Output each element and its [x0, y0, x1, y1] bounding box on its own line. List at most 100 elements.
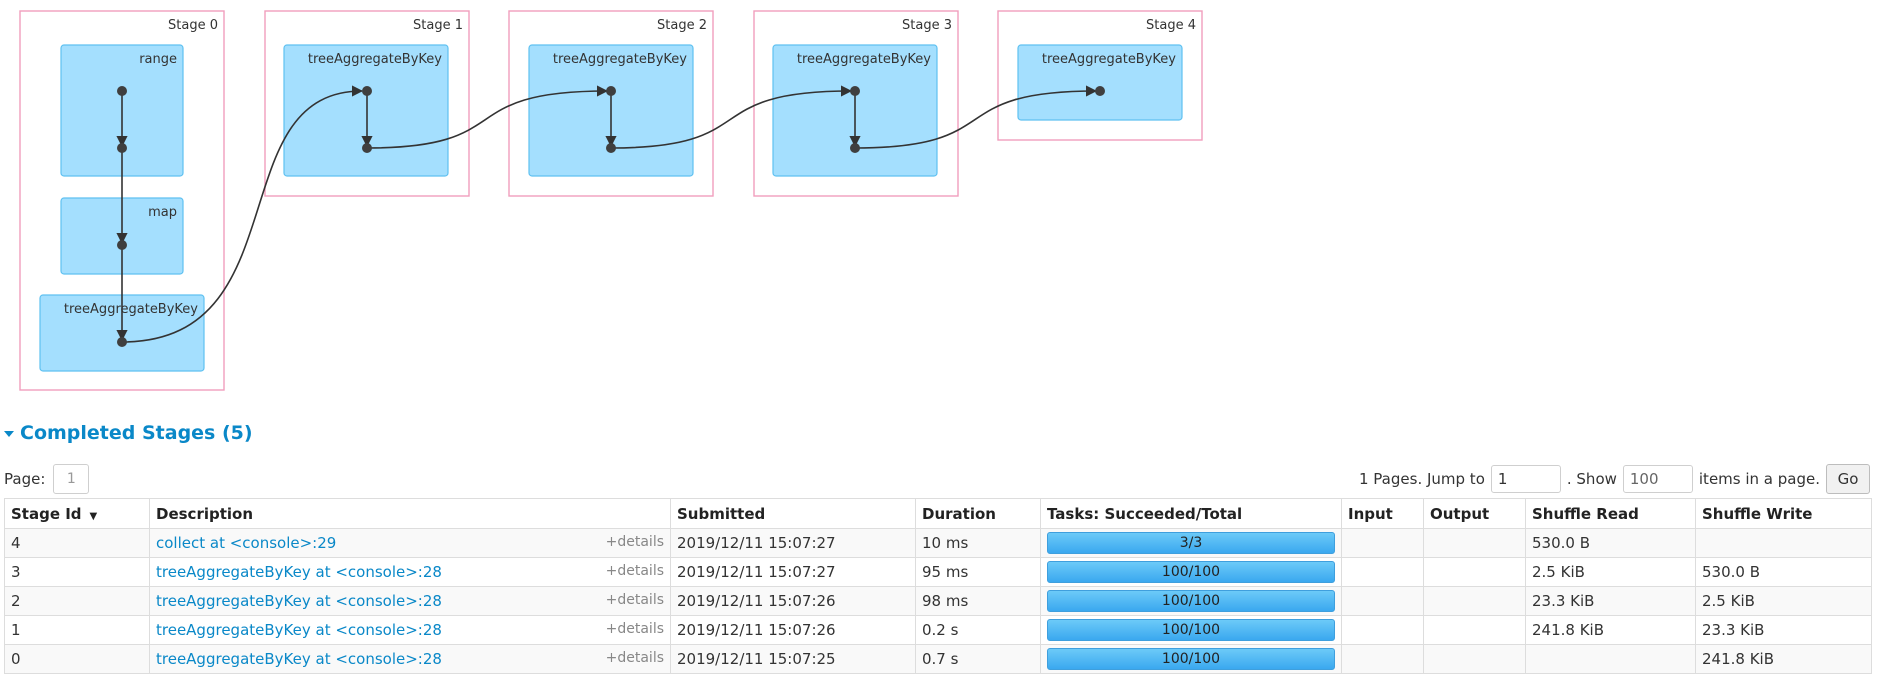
show-text: . Show [1566, 470, 1617, 488]
duration-cell: 0.2 s [915, 615, 1041, 645]
header-shuffle-read[interactable]: Shuffle Read [1525, 498, 1696, 529]
stage-2-label: Stage 2 [657, 18, 707, 33]
dag-visualization: Stage 0 range map treeAggregateByKey Sta… [19, 10, 1203, 391]
page-1-button[interactable]: 1 [53, 464, 90, 494]
stage-4-label: Stage 4 [1146, 18, 1196, 33]
op-stage1-treeaggregate-label: treeAggregateByKey [308, 52, 442, 67]
input-cell [1341, 586, 1424, 616]
op-map-label: map [148, 205, 177, 220]
shuffle-write-cell: 2.5 KiB [1695, 586, 1872, 616]
edge-stage1-to-stage2 [366, 85, 609, 149]
stage-id-cell: 0 [4, 644, 150, 674]
stage-description-link[interactable]: collect at <console>:29 [156, 534, 337, 552]
submitted-cell: 2019/12/11 15:07:25 [670, 644, 916, 674]
op-stage1-treeaggregate[interactable]: treeAggregateByKey [283, 44, 449, 177]
header-tasks[interactable]: Tasks: Succeeded/Total [1040, 498, 1342, 529]
duration-cell: 95 ms [915, 557, 1041, 587]
dag-node[interactable] [117, 86, 127, 96]
header-output[interactable]: Output [1423, 498, 1526, 529]
dag-node[interactable] [362, 143, 372, 153]
output-cell [1423, 557, 1526, 587]
output-cell [1423, 644, 1526, 674]
tasks-cell: 100/100 [1040, 586, 1342, 616]
op-stage4-treeaggregate[interactable]: treeAggregateByKey [1017, 44, 1183, 121]
tasks-progress-label: 100/100 [1161, 593, 1221, 609]
input-cell [1341, 528, 1424, 558]
submitted-cell: 2019/12/11 15:07:26 [670, 615, 916, 645]
stage-description-link[interactable]: treeAggregateByKey at <console>:28 [156, 592, 442, 610]
stage-id-cell: 4 [4, 528, 150, 558]
sort-desc-icon: ▼ [89, 510, 98, 522]
details-toggle[interactable]: +details [605, 650, 664, 666]
page-label: Page: [4, 470, 46, 488]
completed-stages-title: Completed Stages (5) [20, 422, 253, 444]
jump-to-page-input[interactable] [1490, 465, 1561, 493]
header-input[interactable]: Input [1341, 498, 1424, 529]
submitted-cell: 2019/12/11 15:07:27 [670, 557, 916, 587]
description-cell: collect at <console>:29 +details [149, 528, 671, 558]
submitted-cell: 2019/12/11 15:07:27 [670, 528, 916, 558]
header-description[interactable]: Description [149, 498, 671, 529]
tasks-cell: 100/100 [1040, 615, 1342, 645]
dag-node[interactable] [117, 337, 127, 347]
dag-node[interactable] [606, 143, 616, 153]
completed-stages-table: Stage Id▼ Description Submitted Duration… [4, 498, 1872, 674]
shuffle-write-cell [1695, 528, 1872, 558]
output-cell [1423, 615, 1526, 645]
dag-node[interactable] [117, 143, 127, 153]
details-toggle[interactable]: +details [605, 534, 664, 550]
table-row: 4 collect at <console>:29 +details 2019/… [4, 528, 1872, 558]
op-stage0-treeaggregate-label: treeAggregateByKey [64, 302, 198, 317]
details-toggle[interactable]: +details [605, 592, 664, 608]
stage-description-link[interactable]: treeAggregateByKey at <console>:28 [156, 563, 442, 581]
shuffle-write-cell: 241.8 KiB [1695, 644, 1872, 674]
stage-0-label: Stage 0 [168, 18, 218, 33]
dag-node[interactable] [1095, 86, 1105, 96]
table-header-row: Stage Id▼ Description Submitted Duration… [4, 498, 1872, 529]
tasks-cell: 100/100 [1040, 557, 1342, 587]
output-cell [1423, 586, 1526, 616]
header-stage-id[interactable]: Stage Id▼ [4, 498, 150, 529]
pager-left: Page: 1 [4, 464, 90, 494]
dag-node[interactable] [850, 143, 860, 153]
details-toggle[interactable]: +details [605, 621, 664, 637]
dag-node[interactable] [850, 86, 860, 96]
duration-cell: 0.7 s [915, 644, 1041, 674]
shuffle-read-cell: 530.0 B [1525, 528, 1696, 558]
tasks-progress-bar: 100/100 [1047, 590, 1335, 612]
stage-description-link[interactable]: treeAggregateByKey at <console>:28 [156, 621, 442, 639]
description-cell: treeAggregateByKey at <console>:28 +deta… [149, 557, 671, 587]
table-row: 1 treeAggregateByKey at <console>:28 +de… [4, 615, 1872, 645]
page-size-input[interactable] [1622, 465, 1693, 493]
stage-description-link[interactable]: treeAggregateByKey at <console>:28 [156, 650, 442, 668]
completed-stages-toggle[interactable]: Completed Stages (5) [4, 421, 253, 445]
tasks-progress-label: 100/100 [1161, 564, 1221, 580]
table-row: 3 treeAggregateByKey at <console>:28 +de… [4, 557, 1872, 587]
edge-stage2-to-stage3 [610, 85, 853, 149]
stage-id-cell: 2 [4, 586, 150, 616]
tasks-progress-label: 100/100 [1161, 622, 1221, 638]
shuffle-write-cell: 23.3 KiB [1695, 615, 1872, 645]
output-cell [1423, 528, 1526, 558]
op-stage3-treeaggregate-label: treeAggregateByKey [797, 52, 931, 67]
edge-stage3-to-stage4 [854, 85, 1098, 149]
description-cell: treeAggregateByKey at <console>:28 +deta… [149, 615, 671, 645]
header-duration[interactable]: Duration [915, 498, 1041, 529]
dag-node[interactable] [117, 240, 127, 250]
tasks-progress-bar: 100/100 [1047, 619, 1335, 641]
go-button[interactable]: Go [1826, 464, 1870, 494]
details-toggle[interactable]: +details [605, 563, 664, 579]
header-submitted[interactable]: Submitted [670, 498, 916, 529]
header-shuffle-write[interactable]: Shuffle Write [1695, 498, 1872, 529]
stage-id-cell: 3 [4, 557, 150, 587]
shuffle-read-cell: 241.8 KiB [1525, 615, 1696, 645]
tasks-progress-label: 100/100 [1161, 651, 1221, 667]
stage-3-label: Stage 3 [902, 18, 952, 33]
dag-node[interactable] [606, 86, 616, 96]
items-text: items in a page. [1698, 470, 1820, 488]
tasks-progress-bar: 3/3 [1047, 532, 1335, 554]
caret-down-icon [4, 431, 14, 437]
dag-node[interactable] [362, 86, 372, 96]
op-range-label: range [139, 52, 177, 67]
tasks-progress-label: 3/3 [1179, 535, 1203, 551]
